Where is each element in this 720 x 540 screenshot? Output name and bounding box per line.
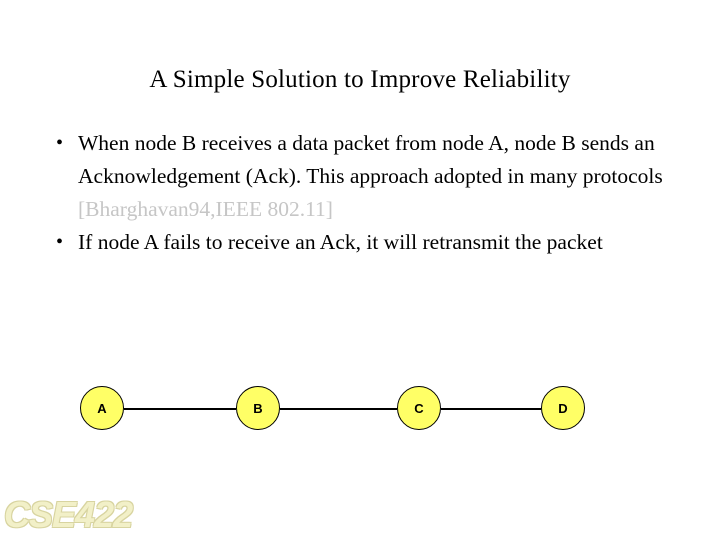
- link-c-d: [441, 408, 541, 410]
- bullet-marker-icon: •: [56, 231, 64, 253]
- node-d: D: [541, 386, 585, 430]
- link-a-b: [124, 408, 236, 410]
- page-title: A Simple Solution to Improve Reliability: [149, 66, 571, 93]
- node-a: A: [80, 386, 124, 430]
- node-a-label: A: [97, 400, 107, 416]
- list-item: • When node B receives a data packet fro…: [56, 127, 676, 226]
- bullet-text-main: If node A fails to receive an Ack, it wi…: [78, 230, 603, 254]
- node-c: C: [397, 386, 441, 430]
- list-item: • If node A fails to receive an Ack, it …: [56, 226, 676, 259]
- bullet-text: If node A fails to receive an Ack, it wi…: [78, 226, 676, 259]
- bullet-citation: [Bharghavan94,IEEE 802.11]: [78, 197, 333, 221]
- node-c-label: C: [414, 400, 424, 416]
- link-b-c: [280, 408, 397, 410]
- node-d-label: D: [558, 400, 568, 416]
- bullet-text: When node B receives a data packet from …: [78, 127, 676, 226]
- course-logo: CSE422: [4, 494, 133, 535]
- bullet-list: • When node B receives a data packet fro…: [56, 127, 676, 259]
- network-diagram: A B C D: [0, 372, 720, 452]
- node-b-label: B: [253, 400, 263, 416]
- bullet-marker-icon: •: [56, 132, 64, 154]
- node-b: B: [236, 386, 280, 430]
- bullet-text-main: When node B receives a data packet from …: [78, 131, 663, 188]
